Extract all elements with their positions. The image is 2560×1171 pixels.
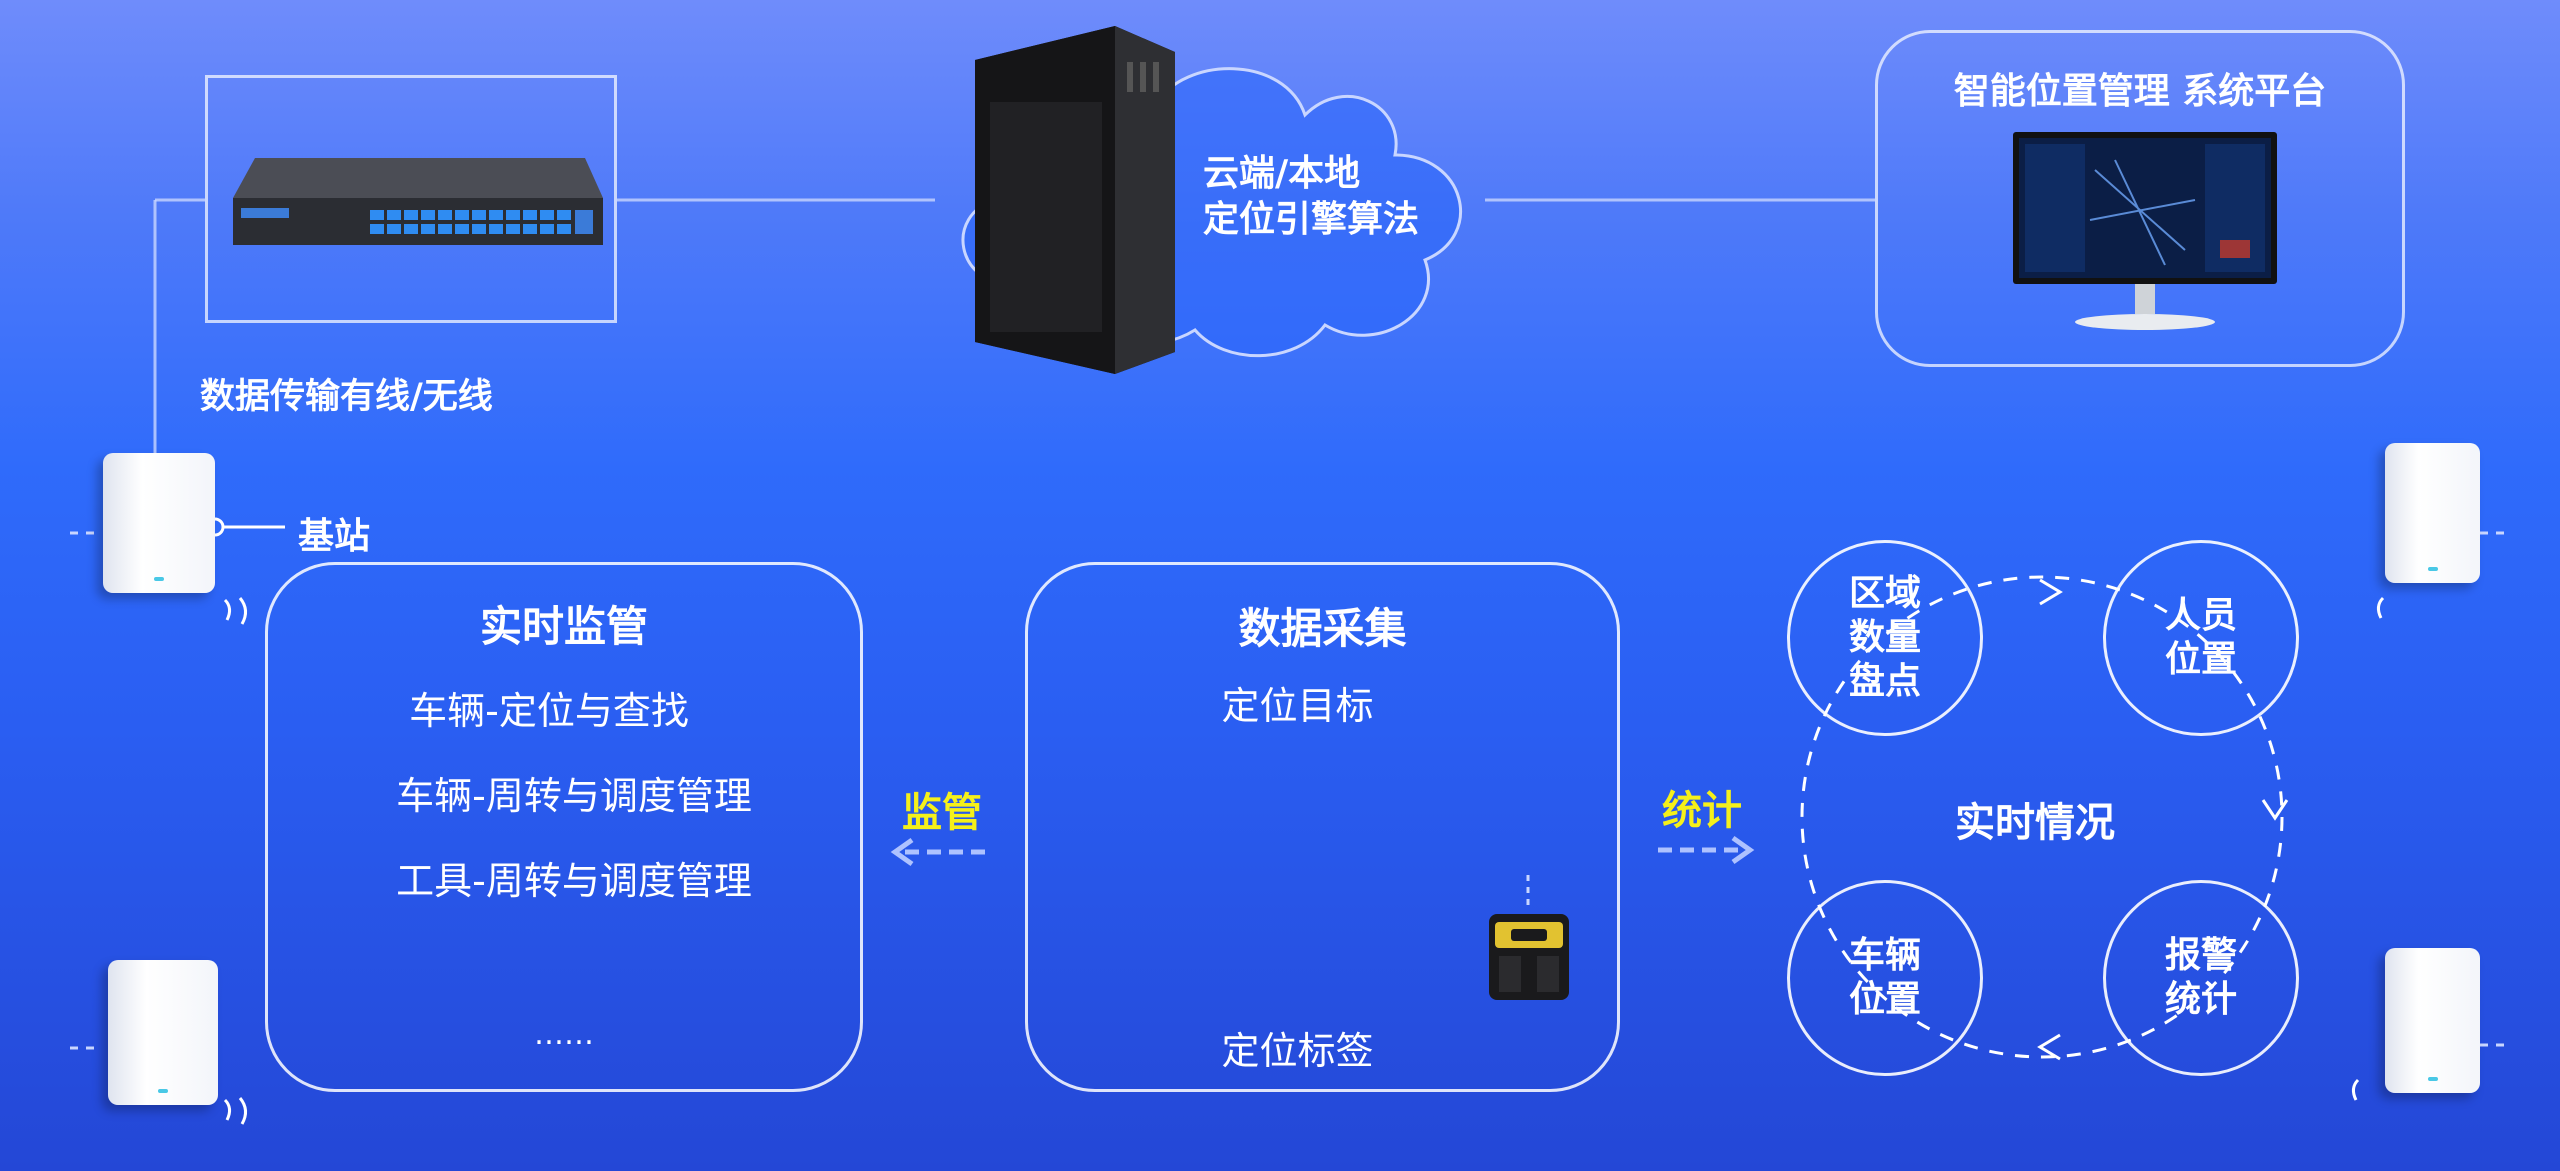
circle-area-count: 区域 数量 盘点 <box>1787 540 1983 736</box>
transmission-label: 数据传输有线/无线 <box>200 377 493 417</box>
platform-title: 智能位置管理 系统平台 <box>1953 71 2327 112</box>
monitor-item: 工具-周转与调度管理 <box>396 859 752 903</box>
collect-panel-title: 数据采集 <box>1238 604 1407 653</box>
location-tag-icon <box>1489 914 1569 1000</box>
network-switch-icon <box>233 158 603 245</box>
circle-personnel-location: 人员 位置 <box>2103 540 2299 736</box>
cloud-label-line1: 云端/本地 <box>1203 153 1361 194</box>
collect-tag: 定位标签 <box>1221 1029 1374 1073</box>
monitor-item: …… <box>534 1017 594 1052</box>
access-point-icon <box>2385 443 2480 583</box>
monitor-panel-title: 实时监管 <box>479 602 648 651</box>
switch-frame <box>205 75 617 323</box>
monitor-icon <box>2013 132 2277 330</box>
access-point-icon <box>103 453 215 593</box>
server-tower-icon <box>975 26 1175 374</box>
monitor-item: 车辆-周转与调度管理 <box>396 774 752 818</box>
base-station-label: 基站 <box>298 516 371 557</box>
access-point-icon <box>2385 948 2480 1093</box>
collect-target: 定位目标 <box>1221 684 1374 728</box>
circle-vehicle-location: 车辆 位置 <box>1787 880 1983 1076</box>
access-point-icon <box>108 960 218 1105</box>
collect-panel: 数据采集 定位目标 定位标签 <box>1025 562 1620 1092</box>
platform-frame <box>1875 30 2405 367</box>
monitor-item: 车辆-定位与查找 <box>409 689 689 733</box>
realtime-center-label: 实时情况 <box>1955 800 2115 846</box>
circle-alarm-statistics: 报警 统计 <box>2103 880 2299 1076</box>
statistics-label: 统计 <box>1662 788 1742 834</box>
cloud-label-line2: 定位引擎算法 <box>1203 199 1420 240</box>
supervise-label: 监管 <box>902 790 982 836</box>
monitor-panel: 实时监管 车辆-定位与查找 车辆-周转与调度管理 工具-周转与调度管理 …… <box>265 562 863 1092</box>
